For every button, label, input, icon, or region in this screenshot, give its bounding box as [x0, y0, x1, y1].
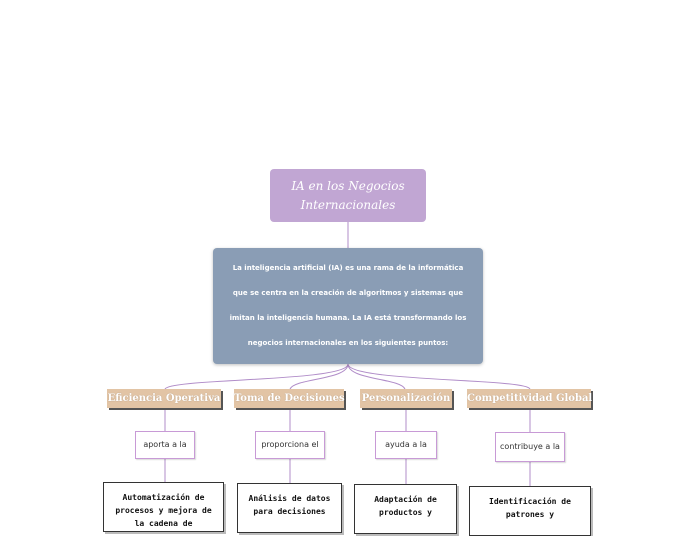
central-topic[interactable]: IA en los Negocios Internacionales: [270, 169, 426, 222]
branch-label: Eficiencia Operativa: [107, 393, 221, 404]
branch-label: Personalización: [361, 393, 451, 404]
connector-proporciona[interactable]: proporciona el: [255, 431, 325, 459]
connector-ayuda[interactable]: ayuda a la: [375, 431, 437, 459]
line-to-toma: [289, 363, 349, 390]
detail-text: Automatización de procesos y mejora de l…: [115, 493, 212, 528]
branch-label: Competitividad Global: [467, 393, 593, 404]
detail-analisis-datos[interactable]: Análisis de datos para decisiones: [237, 483, 342, 533]
line-to-eficiencia: [164, 363, 349, 390]
connector-aporta[interactable]: aporta a la: [135, 431, 195, 459]
description-text: La inteligencia artificial (IA) es una r…: [229, 264, 467, 347]
branch-personalizacion[interactable]: Personalización: [360, 389, 452, 408]
line-to-competitividad: [347, 363, 531, 390]
detail-text: Adaptación de productos y: [374, 495, 437, 517]
detail-identificacion[interactable]: Identificación de patrones y: [469, 486, 591, 536]
connector-label: aporta a la: [143, 440, 187, 449]
connector-lines: [164, 222, 531, 486]
connector-label: ayuda a la: [385, 440, 427, 449]
central-topic-label: IA en los Negocios Internacionales: [291, 178, 405, 212]
detail-adaptacion[interactable]: Adaptación de productos y: [354, 484, 457, 534]
branch-competitividad-global[interactable]: Competitividad Global: [467, 389, 593, 408]
detail-text: Análisis de datos para decisiones: [248, 494, 331, 516]
connector-label: proporciona el: [261, 440, 319, 449]
description-node[interactable]: La inteligencia artificial (IA) es una r…: [213, 248, 483, 364]
line-to-personalizacion: [347, 363, 406, 390]
branch-label: Toma de Decisiones: [234, 393, 345, 404]
connector-label: contribuye a la: [500, 442, 560, 451]
branch-eficiencia-operativa[interactable]: Eficiencia Operativa: [107, 389, 221, 408]
detail-automatizacion[interactable]: Automatización de procesos y mejora de l…: [103, 482, 224, 532]
detail-text: Identificación de patrones y: [489, 497, 571, 519]
connector-contribuye[interactable]: contribuye a la: [495, 432, 565, 462]
branch-toma-de-decisiones[interactable]: Toma de Decisiones: [234, 389, 345, 408]
